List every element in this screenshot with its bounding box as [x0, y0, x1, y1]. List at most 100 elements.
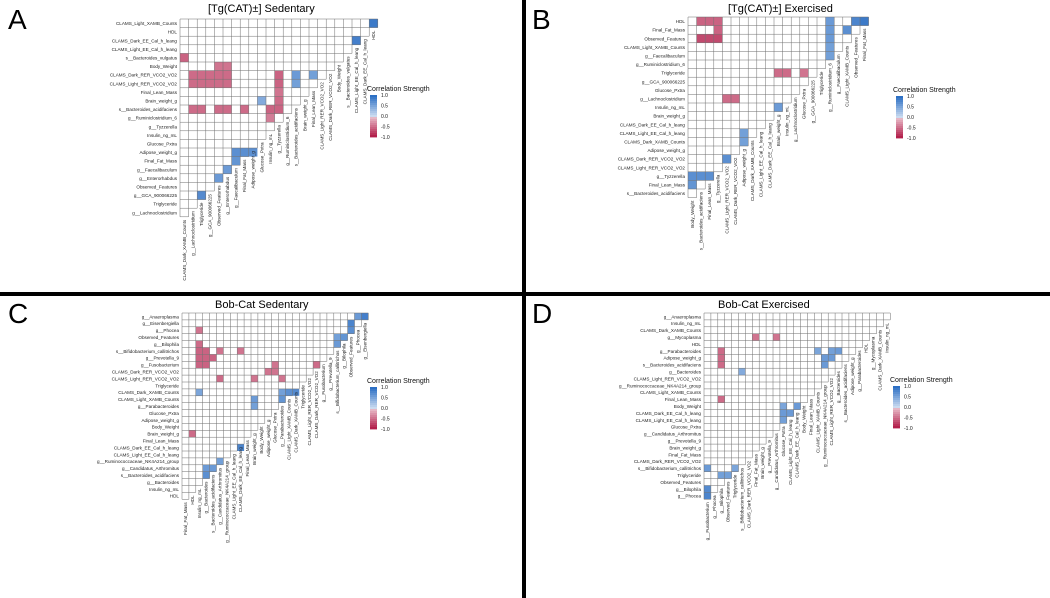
- column-label: g__GCA_900066225: [208, 194, 213, 238]
- legend-color-step: [370, 99, 377, 102]
- correlation-cell: [782, 68, 792, 78]
- legend-tick: -0.5: [904, 415, 913, 421]
- correlation-cell: [825, 34, 835, 43]
- column-label: Final_Fat_Mass: [242, 159, 247, 192]
- column-label: Triglyceride: [199, 202, 204, 226]
- column-label: Brain_weight_g: [252, 433, 257, 465]
- row-label: CLAMS_Dark_EE_Cal_h_leang: [114, 445, 180, 450]
- row-label: HDL: [692, 342, 702, 347]
- column-label: CLAMS_Light_EE_Cal_h_leang: [231, 454, 236, 520]
- correlation-cell: [793, 402, 801, 410]
- legend-color-step: [896, 130, 903, 133]
- row-label: Final_Lean_Mass: [649, 183, 686, 188]
- panel-a-chart: CLAMS_Light_XAMB_CountsHDLCLAMS_Dark_EE_…: [110, 18, 430, 281]
- row-label: g__Lachnoclostridium: [132, 210, 177, 215]
- row-label: Final_Fat_Mass: [144, 159, 177, 164]
- row-label: g__Phocea: [678, 494, 702, 499]
- legend-color-step: [893, 424, 900, 427]
- column-label: Adipose_weight_g: [251, 151, 256, 189]
- legend-tick: 0.0: [907, 115, 914, 121]
- correlation-cell: [202, 464, 210, 472]
- correlation-cell: [278, 375, 286, 382]
- row-label: Adipose_weight_g: [141, 418, 179, 423]
- legend-color-step: [893, 394, 900, 397]
- column-label: g__Candidatus_Arthromitus: [774, 433, 779, 491]
- correlation-cell: [828, 347, 836, 355]
- panel-d-letter: D: [532, 298, 553, 329]
- column-label: CLAMS_Light_EE_Cal_h_leang: [788, 419, 793, 485]
- correlation-cell: [195, 354, 203, 362]
- legend-tick: 0.5: [904, 394, 911, 400]
- correlation-cell: [257, 96, 266, 105]
- column-label: CLAMS_Dark_EE_Cal_h_leang: [795, 412, 800, 478]
- correlation-cell: [779, 402, 787, 410]
- row-label: g__Enterorhabdus: [139, 176, 178, 181]
- correlation-cell: [209, 354, 217, 362]
- column-label: Brain_weight_g: [776, 114, 781, 146]
- column-label: g__Bilophila: [342, 343, 347, 368]
- column-label: Observed_Features: [726, 481, 731, 522]
- legend-color-step: [370, 423, 377, 426]
- legend-color-step: [370, 391, 377, 394]
- row-label: Triglyceride: [677, 473, 701, 478]
- legend-tick: -1.0: [381, 427, 390, 433]
- legend-tick: -1.0: [381, 135, 390, 141]
- legend-color-step: [370, 419, 377, 422]
- legend-color-step: [370, 115, 377, 118]
- column-label: Adipose_weight_g: [266, 419, 271, 457]
- legend-color-step: [370, 121, 377, 124]
- legend-color-step: [370, 107, 377, 110]
- correlation-cell: [352, 36, 361, 45]
- legend-color-step: [896, 114, 903, 117]
- legend-title: Correlation Strength: [367, 378, 430, 385]
- legend-color-step: [896, 122, 903, 125]
- legend-color-step: [370, 131, 377, 134]
- correlation-cell: [786, 409, 794, 417]
- panel-a-letter: A: [8, 4, 27, 35]
- row-label: CLAMS_Light_EE_Cal_h_leang: [112, 47, 178, 52]
- correlation-cell: [195, 347, 203, 355]
- legend-color-step: [370, 399, 377, 402]
- correlation-cell: [216, 375, 224, 382]
- column-label: CLAMS_Dark_EE_Cal_h_leang: [363, 39, 368, 105]
- legend-color-step: [370, 409, 377, 412]
- correlation-cell: [205, 79, 215, 88]
- correlation-cell: [773, 333, 780, 341]
- column-label: Final_Fat_Mass: [183, 502, 188, 535]
- legend-color-step: [893, 422, 900, 425]
- column-label: g__Enterorhabdus: [225, 176, 230, 215]
- panel-b-title: [Tg(CAT)±] Exercised: [728, 3, 833, 15]
- correlation-cell: [713, 17, 723, 26]
- correlation-cell: [197, 105, 206, 114]
- column-label: Triglyceride: [300, 385, 305, 409]
- column-label: Triglyceride: [819, 71, 824, 95]
- column-label: Observed_Features: [349, 336, 354, 377]
- legend-color-step: [370, 111, 377, 114]
- correlation-cell: [223, 105, 232, 114]
- column-label: g__Fusobacterium: [705, 502, 710, 540]
- correlation-cell: [347, 326, 355, 334]
- row-label: Insulin_ng_mL: [655, 105, 685, 110]
- correlation-cell: [188, 105, 198, 114]
- correlation-cell: [825, 25, 835, 35]
- row-label: g__Ruminococcaceae_NK4A214_group: [619, 383, 701, 388]
- correlation-cell: [704, 492, 711, 500]
- column-label: Final_Lean_Mass: [245, 440, 250, 477]
- column-label: CLAMS_Dark_XAMB_Counts: [293, 391, 298, 452]
- correlation-cell: [814, 347, 822, 355]
- row-label: g__Ruminiclostridium_6: [128, 116, 177, 121]
- legend-color-step: [893, 408, 900, 411]
- correlation-cell: [704, 464, 711, 472]
- row-label: Insulin_ng_mL: [671, 321, 701, 326]
- legend-tick: 1.0: [904, 384, 911, 390]
- row-label: Triglyceride: [153, 202, 177, 207]
- legend-color-step: [896, 136, 903, 139]
- correlation-cell: [738, 368, 746, 376]
- legend-color-step: [893, 412, 900, 415]
- legend-color-step: [893, 386, 900, 389]
- legend-color-step: [370, 415, 377, 418]
- column-label: g__GCA_900066225: [810, 80, 815, 124]
- column-label: g__Bacteroides: [836, 371, 841, 404]
- correlation-cell: [369, 19, 378, 28]
